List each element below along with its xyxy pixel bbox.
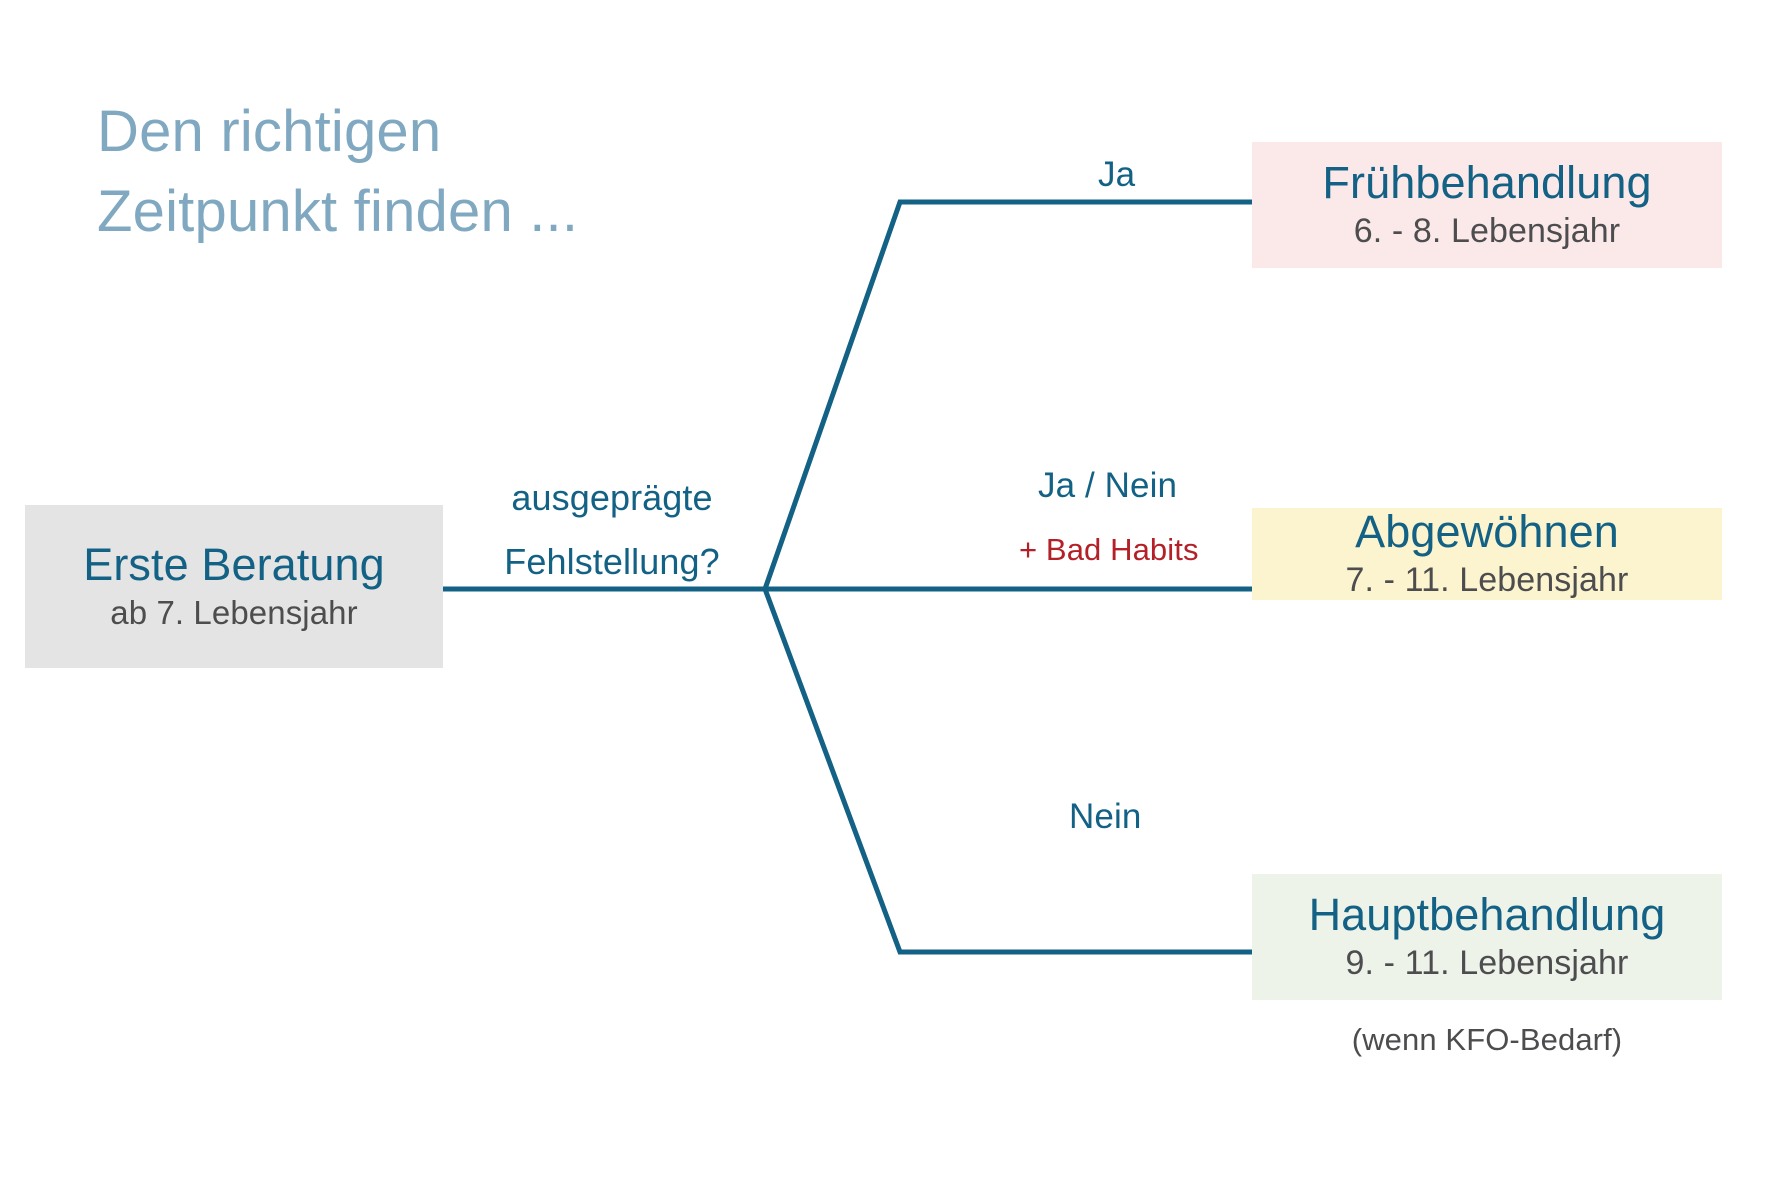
node-fruehbehandlung[interactable]: Frühbehandlung 6. - 8. Lebensjahr <box>1252 142 1722 268</box>
node-hauptbehandlung-subtitle: 9. - 11. Lebensjahr <box>1345 943 1629 982</box>
node-abgewoehnen-title: Abgewöhnen <box>1355 505 1619 557</box>
page-title: Den richtigen Zeitpunkt finden ... <box>97 99 579 245</box>
edge-label-ja-nein: Ja / Nein <box>1038 466 1178 505</box>
edge-label-bad-habits: + Bad Habits <box>1019 532 1199 567</box>
node-abgewoehnen[interactable]: Abgewöhnen 7. - 11. Lebensjahr <box>1252 505 1722 600</box>
node-erste-beratung-title: Erste Beratung <box>83 538 385 590</box>
node-hauptbehandlung[interactable]: Hauptbehandlung 9. - 11. Lebensjahr <box>1252 874 1722 1000</box>
edge-upper <box>762 199 1258 590</box>
node-erste-beratung-subtitle: ab 7. Lebensjahr <box>110 594 358 632</box>
node-erste-beratung[interactable]: Erste Beratung ab 7. Lebensjahr <box>25 505 443 668</box>
node-abgewoehnen-subtitle: 7. - 11. Lebensjahr <box>1345 560 1629 599</box>
node-fruehbehandlung-subtitle: 6. - 8. Lebensjahr <box>1353 211 1621 250</box>
edge-lower <box>762 588 1258 955</box>
node-hauptbehandlung-title: Hauptbehandlung <box>1308 888 1666 940</box>
decision-question-label: ausgeprägte Fehlstellung? <box>504 477 720 582</box>
node-fruehbehandlung-title: Frühbehandlung <box>1322 156 1652 208</box>
edge-label-ja: Ja <box>1098 155 1136 194</box>
footnote-kfo-bedarf: (wenn KFO-Bedarf) <box>1351 1022 1623 1057</box>
edge-label-nein: Nein <box>1069 797 1142 836</box>
